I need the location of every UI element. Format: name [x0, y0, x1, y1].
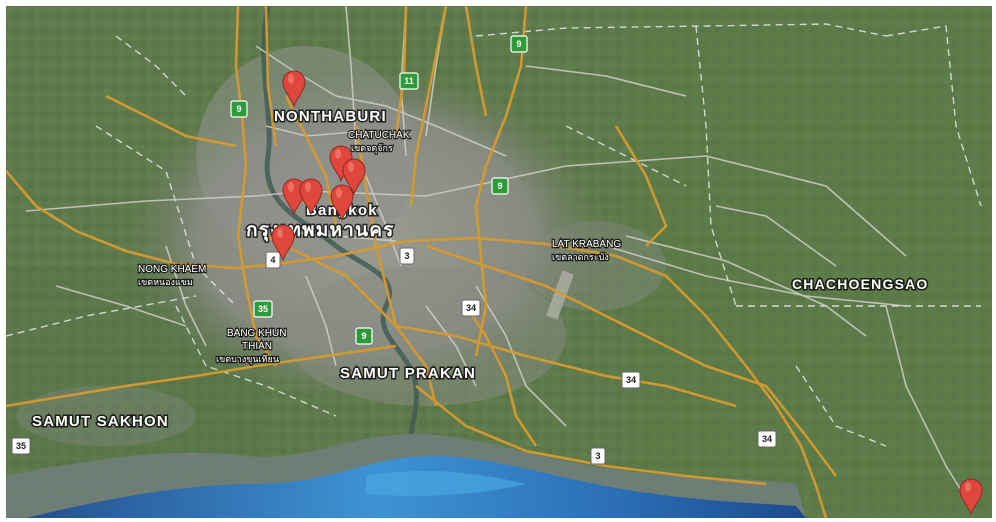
label-lat-krabang-thai: เขตลาดกระบัง	[552, 252, 609, 262]
pin-highlight	[288, 74, 294, 84]
route-shield-3-south: 3	[590, 447, 606, 465]
lat-krabang-urban-area	[526, 221, 666, 311]
pin-highlight	[336, 188, 342, 198]
marker-central-1[interactable]	[282, 178, 306, 216]
svg-text:34: 34	[762, 434, 772, 444]
svg-text:3: 3	[404, 251, 409, 261]
route-shield-9-east: 9	[491, 177, 509, 195]
marker-chachoengsao[interactable]	[959, 478, 983, 516]
svg-text:11: 11	[404, 76, 414, 86]
label-samut-prakan: SAMUT PRAKAN	[340, 365, 476, 382]
route-shield-9-north: 9	[510, 35, 528, 53]
markers-layer	[271, 70, 983, 516]
route-shield-34-a: 34	[461, 299, 481, 317]
svg-text:9: 9	[236, 104, 241, 114]
route-shield-34-b: 34	[621, 371, 641, 389]
marker-central-2[interactable]	[299, 178, 323, 216]
label-nong-khaem: NONG KHAEM	[138, 264, 206, 275]
marker-thonburi[interactable]	[271, 224, 295, 262]
pin-highlight	[305, 182, 311, 192]
samut-prakan-urban-area	[286, 266, 566, 406]
province-boundaries	[6, 23, 982, 447]
route-shield-3: 3	[399, 247, 415, 265]
samut-sakhon-urban-area	[16, 386, 196, 446]
route-shield-11: 11	[399, 72, 419, 90]
svg-text:34: 34	[466, 303, 476, 313]
label-lat-krabang: LAT KRABANG	[552, 239, 621, 250]
route-shield-4: 4	[265, 251, 281, 269]
svg-text:9: 9	[516, 39, 521, 49]
airport-runway	[546, 270, 574, 320]
svg-text:3: 3	[595, 451, 600, 461]
label-nonthaburi: NONTHABURI	[274, 108, 387, 125]
label-nong-khaem-thai: เขตหนองแขม	[138, 277, 193, 287]
major-roads	[6, 6, 838, 518]
route-shield-35-west: 35	[11, 437, 31, 455]
pin-highlight	[288, 182, 294, 192]
label-bangkok-thai: กรุงเทพมหานคร	[246, 220, 395, 242]
label-bang-khun-thian-thai: เขตบางขุนเทียน	[216, 354, 279, 365]
pin-highlight	[348, 162, 354, 172]
label-chachoengsao: CHACHOENGSAO	[792, 276, 929, 292]
route-shield-34-c: 34	[757, 430, 777, 448]
route-shield-9-west: 9	[230, 100, 248, 118]
shallow-water	[366, 470, 526, 496]
eastern-fields	[626, 6, 992, 518]
pin-highlight	[965, 482, 971, 492]
route-shield-9-south: 9	[355, 327, 373, 345]
satellite-map[interactable]: 9 11 9 9 4 3 3	[6, 6, 992, 518]
marker-nonthaburi[interactable]	[282, 70, 306, 108]
pin-highlight	[277, 228, 283, 238]
svg-text:9: 9	[361, 331, 366, 341]
svg-text:35: 35	[16, 441, 26, 451]
svg-text:4: 4	[270, 255, 275, 265]
svg-text:34: 34	[626, 375, 636, 385]
marker-central-3[interactable]	[330, 184, 354, 222]
pin-highlight	[335, 149, 341, 159]
marker-huai-khwang[interactable]	[342, 158, 366, 196]
label-chatuchak: CHATUCHAK	[348, 130, 410, 141]
map-svg: 9 11 9 9 4 3 3	[6, 6, 992, 518]
svg-text:35: 35	[258, 304, 268, 314]
route-shield-35: 35	[253, 300, 273, 318]
label-samut-sakhon: SAMUT SAKHON	[32, 413, 169, 430]
label-bang-khun-thian-2: THIAN	[242, 341, 272, 352]
label-chatuchak-thai: เขตจตุจักร	[351, 143, 393, 154]
svg-text:9: 9	[497, 181, 502, 191]
label-bang-khun-thian-1: BANG KHUN	[227, 328, 286, 339]
